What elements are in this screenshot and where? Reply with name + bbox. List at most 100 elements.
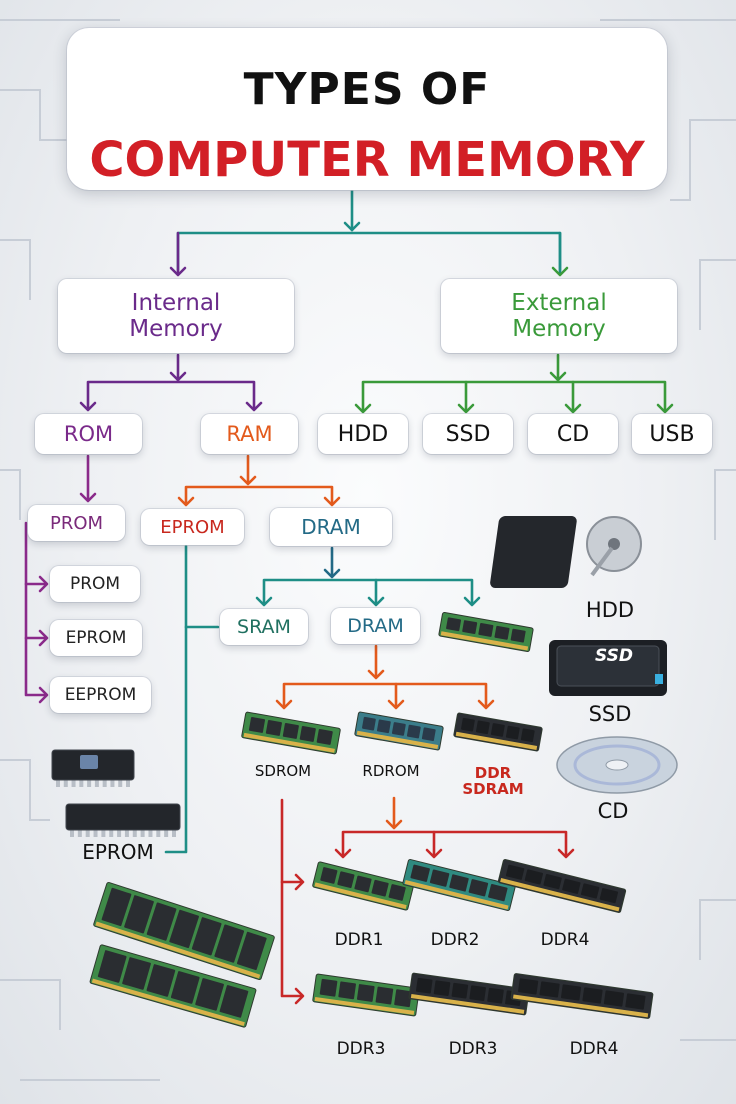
ram-stick-ddr-sdram-chip (490, 723, 505, 737)
arrow-ext-0 (354, 403, 372, 414)
link-external-split (361, 380, 667, 412)
arrow-ddr-2 (557, 848, 575, 859)
ram-stick-ddr3-b-chip (433, 980, 451, 997)
arrow-title (343, 221, 361, 232)
arrow-internal (169, 266, 187, 277)
ram-stick-large-b-chip (146, 964, 176, 997)
ram-stick-ddr3-a-chip (375, 986, 394, 1005)
arrow-ddr-0 (334, 848, 352, 859)
eprom-chip-small-pin (102, 778, 107, 787)
ram-stick-dram-chip (462, 620, 478, 635)
ram-stick-ddr1-chip (337, 871, 355, 889)
ram-stick-rdrom-chip (406, 724, 421, 739)
eprom-chip-large-body (65, 803, 181, 831)
ssd-led (655, 674, 663, 684)
link-eprom-chip (164, 544, 188, 854)
arrow-dram2-0 (275, 699, 293, 710)
ram-stick-ddr-sdram-chip (475, 720, 490, 735)
eprom-chip-small-pin (94, 778, 99, 787)
hdd-spindle (608, 538, 620, 550)
ram-stick-ddr1-contacts (314, 882, 407, 910)
ram-stick-ddr3-a-contacts (314, 996, 415, 1015)
arrow-internal-stem (169, 371, 187, 382)
dram-top-node: DRAM (270, 508, 392, 546)
arrow-eprom-ram (177, 496, 195, 507)
ram-stick-ddr4-a-chip (599, 888, 619, 904)
eeprom-node: EEPROM (50, 677, 151, 713)
arrow-rom (79, 401, 97, 412)
eprom-chip-small-pin (63, 778, 68, 787)
eprom-chip-small-pin (79, 778, 84, 787)
ram-stick-ddr4-b-contacts (512, 994, 649, 1018)
arrow-dram-0 (255, 596, 273, 607)
ram-stick-ddr4-a-chip (580, 883, 600, 899)
ram-stick-ddr1 (312, 861, 414, 911)
ram-stick-dram-chip (510, 628, 526, 643)
eprom-chip-large (65, 803, 181, 837)
ddr4-label-a: DDR4 (540, 930, 590, 950)
ram-stick-sdrom-chip (282, 722, 299, 739)
circuit-trace-7 (699, 899, 736, 960)
ram-stick-dram-chip (478, 623, 494, 637)
rom-node: ROM (35, 414, 142, 454)
ram-stick-large-a-contacts (95, 921, 261, 979)
ram-stick-rdrom-chip (391, 722, 406, 736)
prom-node: PROM (50, 566, 140, 602)
ram-stick-sdrom-contacts (243, 732, 335, 753)
ram-stick-large-b (89, 944, 257, 1028)
eprom-chip-large-pin (132, 828, 137, 837)
arrow-rom-list-1 (38, 629, 49, 647)
ram-stick-ddr3-b-contacts (410, 993, 525, 1014)
link-dram2-split (282, 682, 488, 708)
internal-memory-node: Internal Memory (58, 279, 294, 353)
ram-stick-ddr3-a-chip (394, 989, 412, 1008)
eprom-chip-label: EPROM (82, 840, 154, 864)
ram-stick-large-a-chip (146, 902, 177, 941)
ram-stick-sdrom-chip (248, 717, 266, 733)
hdd-node: HDD (318, 414, 408, 454)
eprom-chip-large-pin (140, 828, 145, 837)
arrow-dram-1 (367, 596, 385, 607)
ram-stick-ddr4-a-contacts (500, 878, 620, 912)
ssd-node: SSD (423, 414, 513, 454)
ram-stick-ddr2-chip (468, 879, 489, 897)
ram-stick-ddr4-b-chip (560, 984, 582, 1001)
circuit-trace-0 (0, 89, 70, 141)
ram-stick-ddr2-chip (410, 864, 430, 882)
ram-stick-ddr3-a-chip (356, 984, 375, 1002)
eprom-chip-small-pin (110, 778, 115, 787)
cd-hole (605, 759, 629, 771)
ram-stick-rdrom-chip (362, 716, 376, 731)
ddr4-label-b: DDR4 (569, 1039, 619, 1059)
ram-stick-ddr2-chip (429, 869, 450, 887)
ram-stick-ddr4-b-chip (625, 993, 646, 1010)
eprom-chip-large-pin (93, 828, 98, 837)
dram-node: DRAM (331, 608, 420, 644)
ram-stick-ddr4-b-chip (518, 978, 539, 995)
ram-stick-ddr-sdram-contacts (455, 731, 538, 750)
arrow-ext-2 (564, 403, 582, 414)
eprom-chip-small-pin (118, 778, 123, 787)
ram-stick-rdrom (354, 711, 444, 751)
ram-stick-ddr-sdram-chip (505, 725, 520, 740)
ram-stick-ddr-sdram-chip (461, 717, 475, 732)
ram-stick-ddr4-b-chip (539, 981, 560, 998)
link-ram-split (184, 485, 334, 506)
circuit-trace-3 (699, 259, 736, 330)
circuit-trace-6 (0, 759, 50, 821)
arrow-ext-3 (656, 403, 674, 414)
ssd-icon (549, 640, 667, 696)
ssd-device-text: SSD (595, 646, 633, 666)
ram-stick-sdrom-chip (316, 728, 333, 745)
ram-stick-ddr2-chip (488, 883, 508, 902)
ram-stick-large-b-chip (122, 957, 151, 990)
title-line-1: TYPES OF (243, 64, 491, 115)
sdrom-label: SDROM (254, 762, 312, 780)
ram-stick-large-a-chip (169, 909, 199, 949)
ram-stick-large-b-chip (170, 971, 200, 1004)
ram-stick-sdrom (241, 711, 341, 755)
ram-stick-ddr3-b-chip (487, 987, 504, 1004)
ram-stick-large-b-chip (219, 985, 249, 1018)
